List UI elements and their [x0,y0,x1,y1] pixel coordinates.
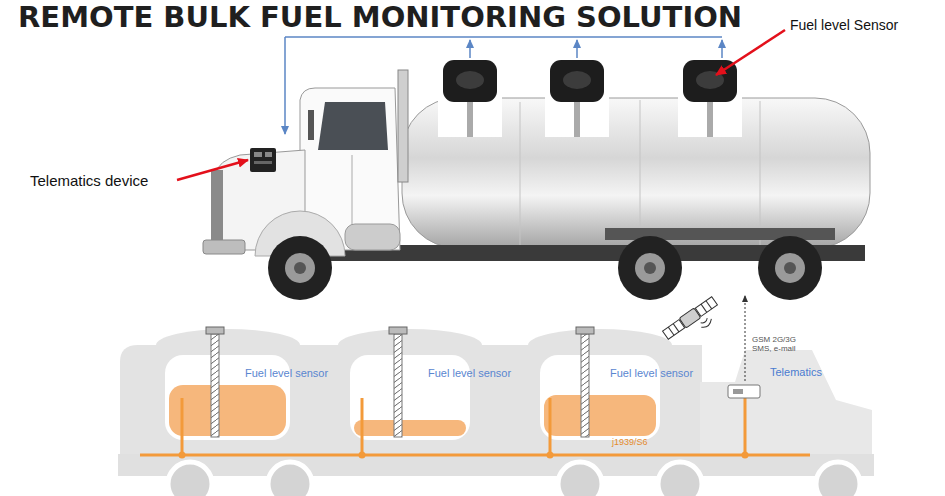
fuel-level-sensor [438,60,742,137]
telematics-unit [728,385,760,398]
tanker-schematic [118,329,874,496]
can-bus-line [140,398,810,455]
signal-line [285,37,722,134]
callout-arrow [177,30,785,180]
wheel [268,236,822,300]
tanker-truck [203,70,870,300]
network-note: GSM 2G/3G SMS, e-mail [752,336,804,354]
telematics-device [250,148,276,172]
telematics-label: Telematics [770,366,822,379]
bus-label: j1939/S6 [612,437,648,447]
callout-label: Telematics device [30,172,148,189]
uplink-arrow [745,296,746,381]
callout-label: Fuel level Sensor [790,17,898,33]
sensor-label: Fuel level sensor [428,367,511,380]
sensor-label: Fuel level sensor [245,367,328,380]
satellite-icon [662,296,724,349]
bus-junction [179,452,749,459]
diagram-title: REMOTE BULK FUEL MONITORING SOLUTION [18,1,742,34]
sensor-label: Fuel level sensor [610,367,693,380]
sensor-probe [206,327,594,437]
